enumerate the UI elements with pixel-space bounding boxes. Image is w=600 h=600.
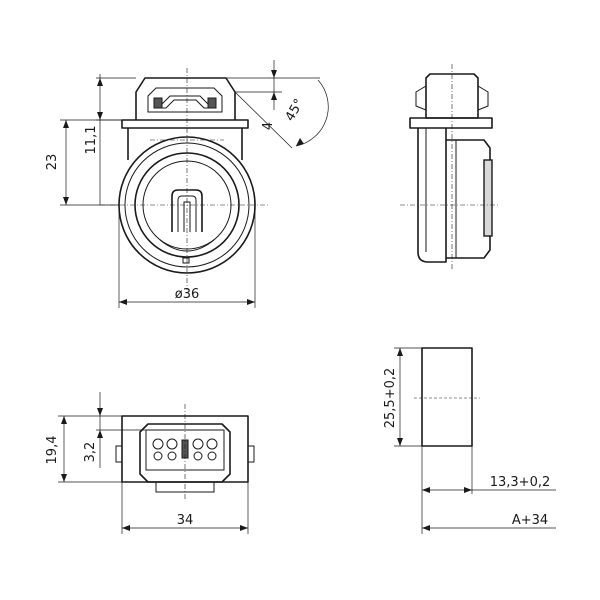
dim-angle-45: 45° — [283, 97, 308, 124]
mounting-view: 25,5+0,2 13,3+0,2 A+34 — [383, 347, 556, 534]
dim-diameter-36: ø36 — [175, 287, 200, 302]
side-view — [400, 64, 500, 270]
dim-4: 4 — [261, 122, 276, 130]
dim-13-3: 13,3+0,2 — [490, 475, 551, 490]
dim-11-1: 11,1 — [84, 126, 99, 155]
dim-3-2: 3,2 — [83, 442, 98, 463]
dim-23: 23 — [45, 154, 60, 171]
front-view: 23 11,1 ø36 4 45° — [45, 60, 329, 308]
bottom-view: 19,4 3,2 34 — [45, 392, 255, 534]
dim-19-4: 19,4 — [45, 436, 60, 465]
dim-34: 34 — [177, 513, 194, 528]
dim-25-5: 25,5+0,2 — [383, 368, 398, 429]
dim-a-34: A+34 — [512, 513, 548, 528]
